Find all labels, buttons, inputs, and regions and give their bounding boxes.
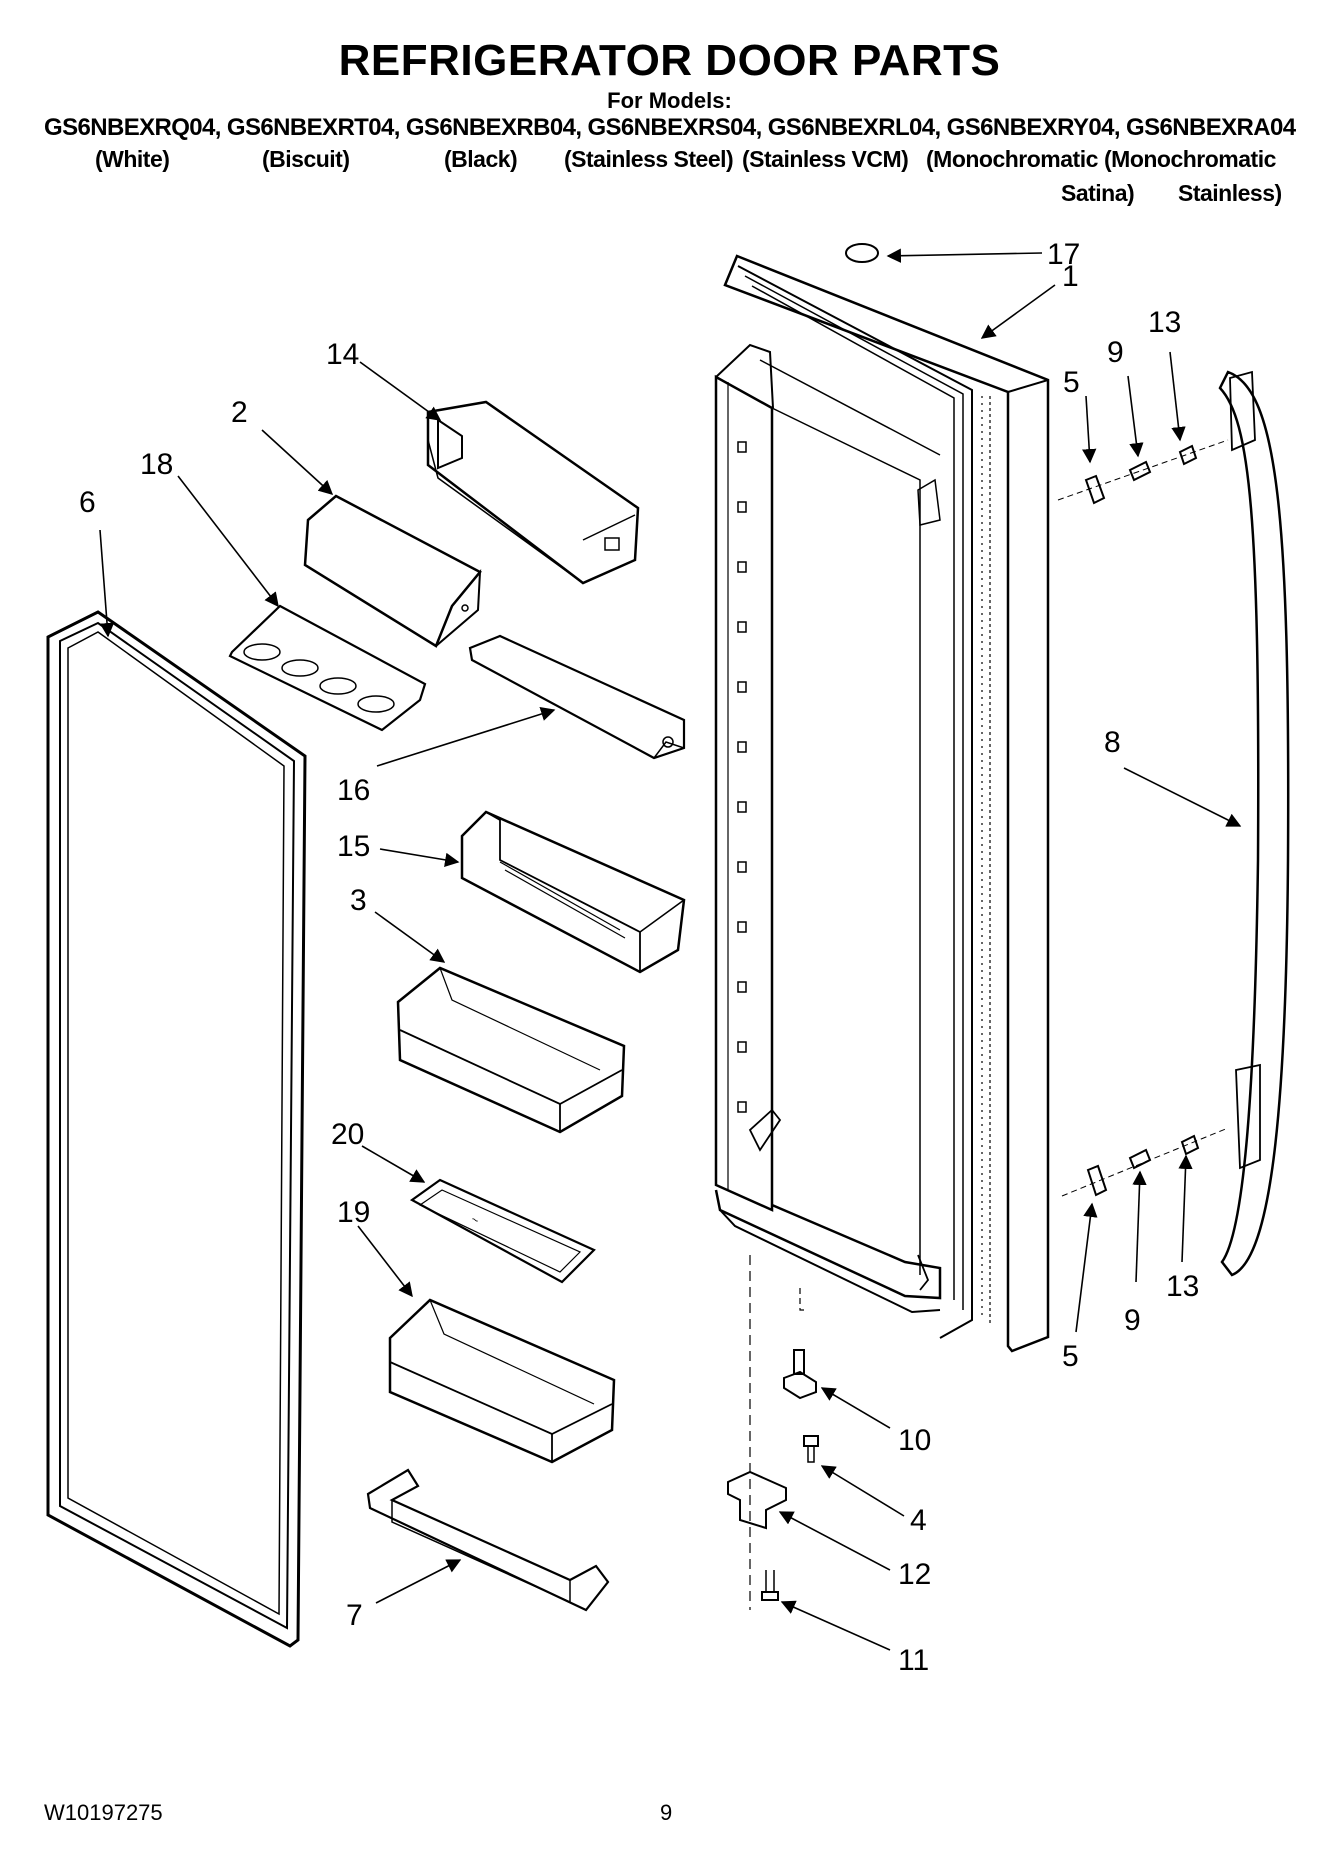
svg-text:~: ~ — [469, 1212, 481, 1228]
callout-19: 19 — [337, 1196, 370, 1229]
shelf-insert: ~ — [409, 1178, 596, 1284]
callout-13-upper: 13 — [1148, 306, 1181, 339]
callout-12: 12 — [898, 1558, 931, 1591]
callout-6: 6 — [79, 486, 96, 519]
callout-4: 4 — [910, 1504, 927, 1537]
color-stainless-vcm: (Stainless VCM) — [742, 146, 909, 172]
hinge-pin — [783, 1349, 817, 1400]
callout-labels: 17 1 13 14 5 9 2 18 6 16 8 15 3 20 19 5 … — [79, 238, 1199, 1677]
door-bin-upper — [460, 810, 686, 974]
door-bin-middle — [396, 966, 626, 1134]
for-models-label: For Models: — [607, 88, 732, 113]
callout-10: 10 — [898, 1424, 931, 1457]
callout-9-upper: 9 — [1107, 336, 1124, 369]
callout-11: 11 — [898, 1644, 929, 1677]
door-rail — [366, 1468, 610, 1612]
callout-3: 3 — [350, 884, 367, 917]
trim-bracket — [468, 634, 686, 760]
bottom-screw — [761, 1570, 779, 1601]
color-black: (Black) — [444, 146, 518, 172]
color-monochromatic-satina: (Monochromatic — [926, 146, 1098, 172]
document-number: W10197275 — [44, 1800, 163, 1825]
model-numbers: GS6NBEXRQ04, GS6NBEXRT04, GS6NBEXRB04, G… — [44, 114, 1296, 141]
hinge-bracket — [727, 1470, 787, 1530]
hinge-screw — [803, 1435, 819, 1463]
door-handle — [1218, 370, 1290, 1277]
upper-handle-hardware — [1057, 439, 1229, 505]
leader-lines — [99, 248, 1242, 1651]
callout-16: 16 — [337, 774, 370, 807]
callout-14: 14 — [326, 338, 359, 371]
door-bin-lower — [388, 1298, 616, 1464]
color-biscuit: (Biscuit) — [262, 146, 350, 172]
callout-5-upper: 5 — [1063, 366, 1080, 399]
callout-13-lower: 13 — [1166, 1270, 1199, 1303]
dispenser-bin — [426, 400, 640, 585]
callout-5-lower: 5 — [1062, 1340, 1079, 1373]
door-liner-assembly — [714, 254, 1050, 1353]
page-number: 9 — [660, 1800, 673, 1825]
dispenser-cover — [303, 494, 482, 648]
callout-15: 15 — [337, 830, 370, 863]
callout-1: 1 — [1062, 260, 1079, 293]
color-stainless-steel: (Stainless Steel) — [564, 146, 734, 172]
door-gasket — [46, 610, 307, 1648]
plug — [845, 243, 879, 263]
lower-handle-hardware — [1061, 1127, 1229, 1197]
callout-8: 8 — [1104, 726, 1121, 759]
callout-17: 17 — [1047, 238, 1080, 271]
page-title: REFRIGERATOR DOOR PARTS — [338, 36, 1001, 85]
callout-18: 18 — [140, 448, 173, 481]
color-white: (White) — [95, 146, 170, 172]
callout-2: 2 — [231, 396, 248, 429]
color-satina-cont: Satina) — [1061, 180, 1135, 206]
rack — [228, 604, 427, 732]
color-stainless-cont: Stainless) — [1178, 180, 1282, 206]
callout-9-lower: 9 — [1124, 1304, 1141, 1337]
color-monochromatic-stainless: (Monochromatic — [1104, 146, 1276, 172]
callout-7: 7 — [346, 1599, 363, 1632]
callout-20: 20 — [331, 1118, 364, 1151]
